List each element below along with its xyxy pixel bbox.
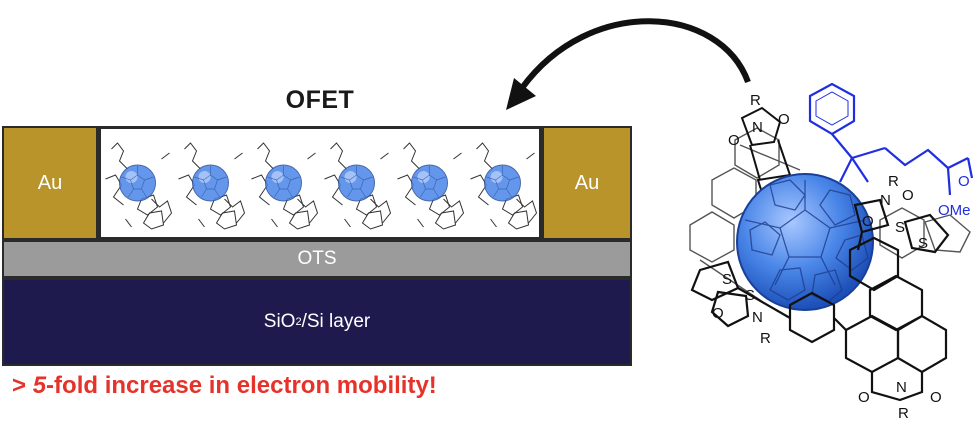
mol-s1: S — [895, 219, 905, 236]
mol-r-top: R — [750, 92, 761, 109]
gold-electrode-right: Au — [542, 126, 632, 240]
arrow-head-icon — [506, 78, 536, 110]
channel-molecules — [105, 142, 538, 230]
mol-o-bottom-right: O — [930, 389, 942, 406]
channel-molecule — [324, 142, 392, 230]
mol-o-top-right: O — [778, 111, 790, 128]
channel-molecule — [470, 142, 538, 230]
diagram-title: OFET — [285, 86, 355, 114]
mol-n-bottom: N — [896, 379, 907, 396]
curved-arrow — [519, 18, 751, 90]
mol-r-left: R — [760, 330, 771, 347]
mol-ester-o: O — [958, 173, 970, 190]
gold-electrode-left: Au — [2, 126, 98, 240]
mobility-caption: > 5-fold increase in electron mobility! — [12, 372, 612, 400]
mol-o-ring: O — [862, 213, 874, 230]
channel-molecule — [178, 142, 246, 230]
semiconductor-channel — [98, 126, 542, 240]
channel-molecule — [251, 142, 319, 230]
mol-o-mid: O — [902, 187, 914, 204]
fullerene — [736, 173, 874, 311]
mol-n-mid: N — [880, 192, 891, 209]
mol-o-bottom-left: O — [858, 389, 870, 406]
substrate-rest: /Si layer — [301, 311, 371, 332]
mol-o-left: O — [712, 305, 724, 322]
mol-s3: S — [722, 271, 732, 288]
blue-substituent — [808, 82, 974, 196]
channel-molecule — [397, 142, 465, 230]
substrate-main: SiO — [263, 311, 296, 332]
mol-s2: S — [918, 235, 928, 252]
mol-r-bottom: R — [898, 405, 909, 422]
mol-r-mid: R — [888, 173, 899, 190]
ots-layer: OTS — [2, 240, 632, 278]
caption-emph: 5 — [32, 372, 47, 399]
mol-n-top: N — [752, 119, 763, 136]
caption-prefix: > — [12, 372, 33, 399]
molecule-front-frame — [690, 198, 950, 402]
mol-ome: OMe — [938, 202, 971, 219]
mol-o-top-left: O — [728, 132, 740, 149]
substrate-sub: 2 — [295, 316, 302, 328]
caption-rest: -fold increase in electron mobility! — [46, 372, 437, 399]
channel-molecule — [105, 142, 173, 230]
mol-n-left: N — [752, 309, 763, 326]
mol-s4: S — [745, 287, 755, 304]
